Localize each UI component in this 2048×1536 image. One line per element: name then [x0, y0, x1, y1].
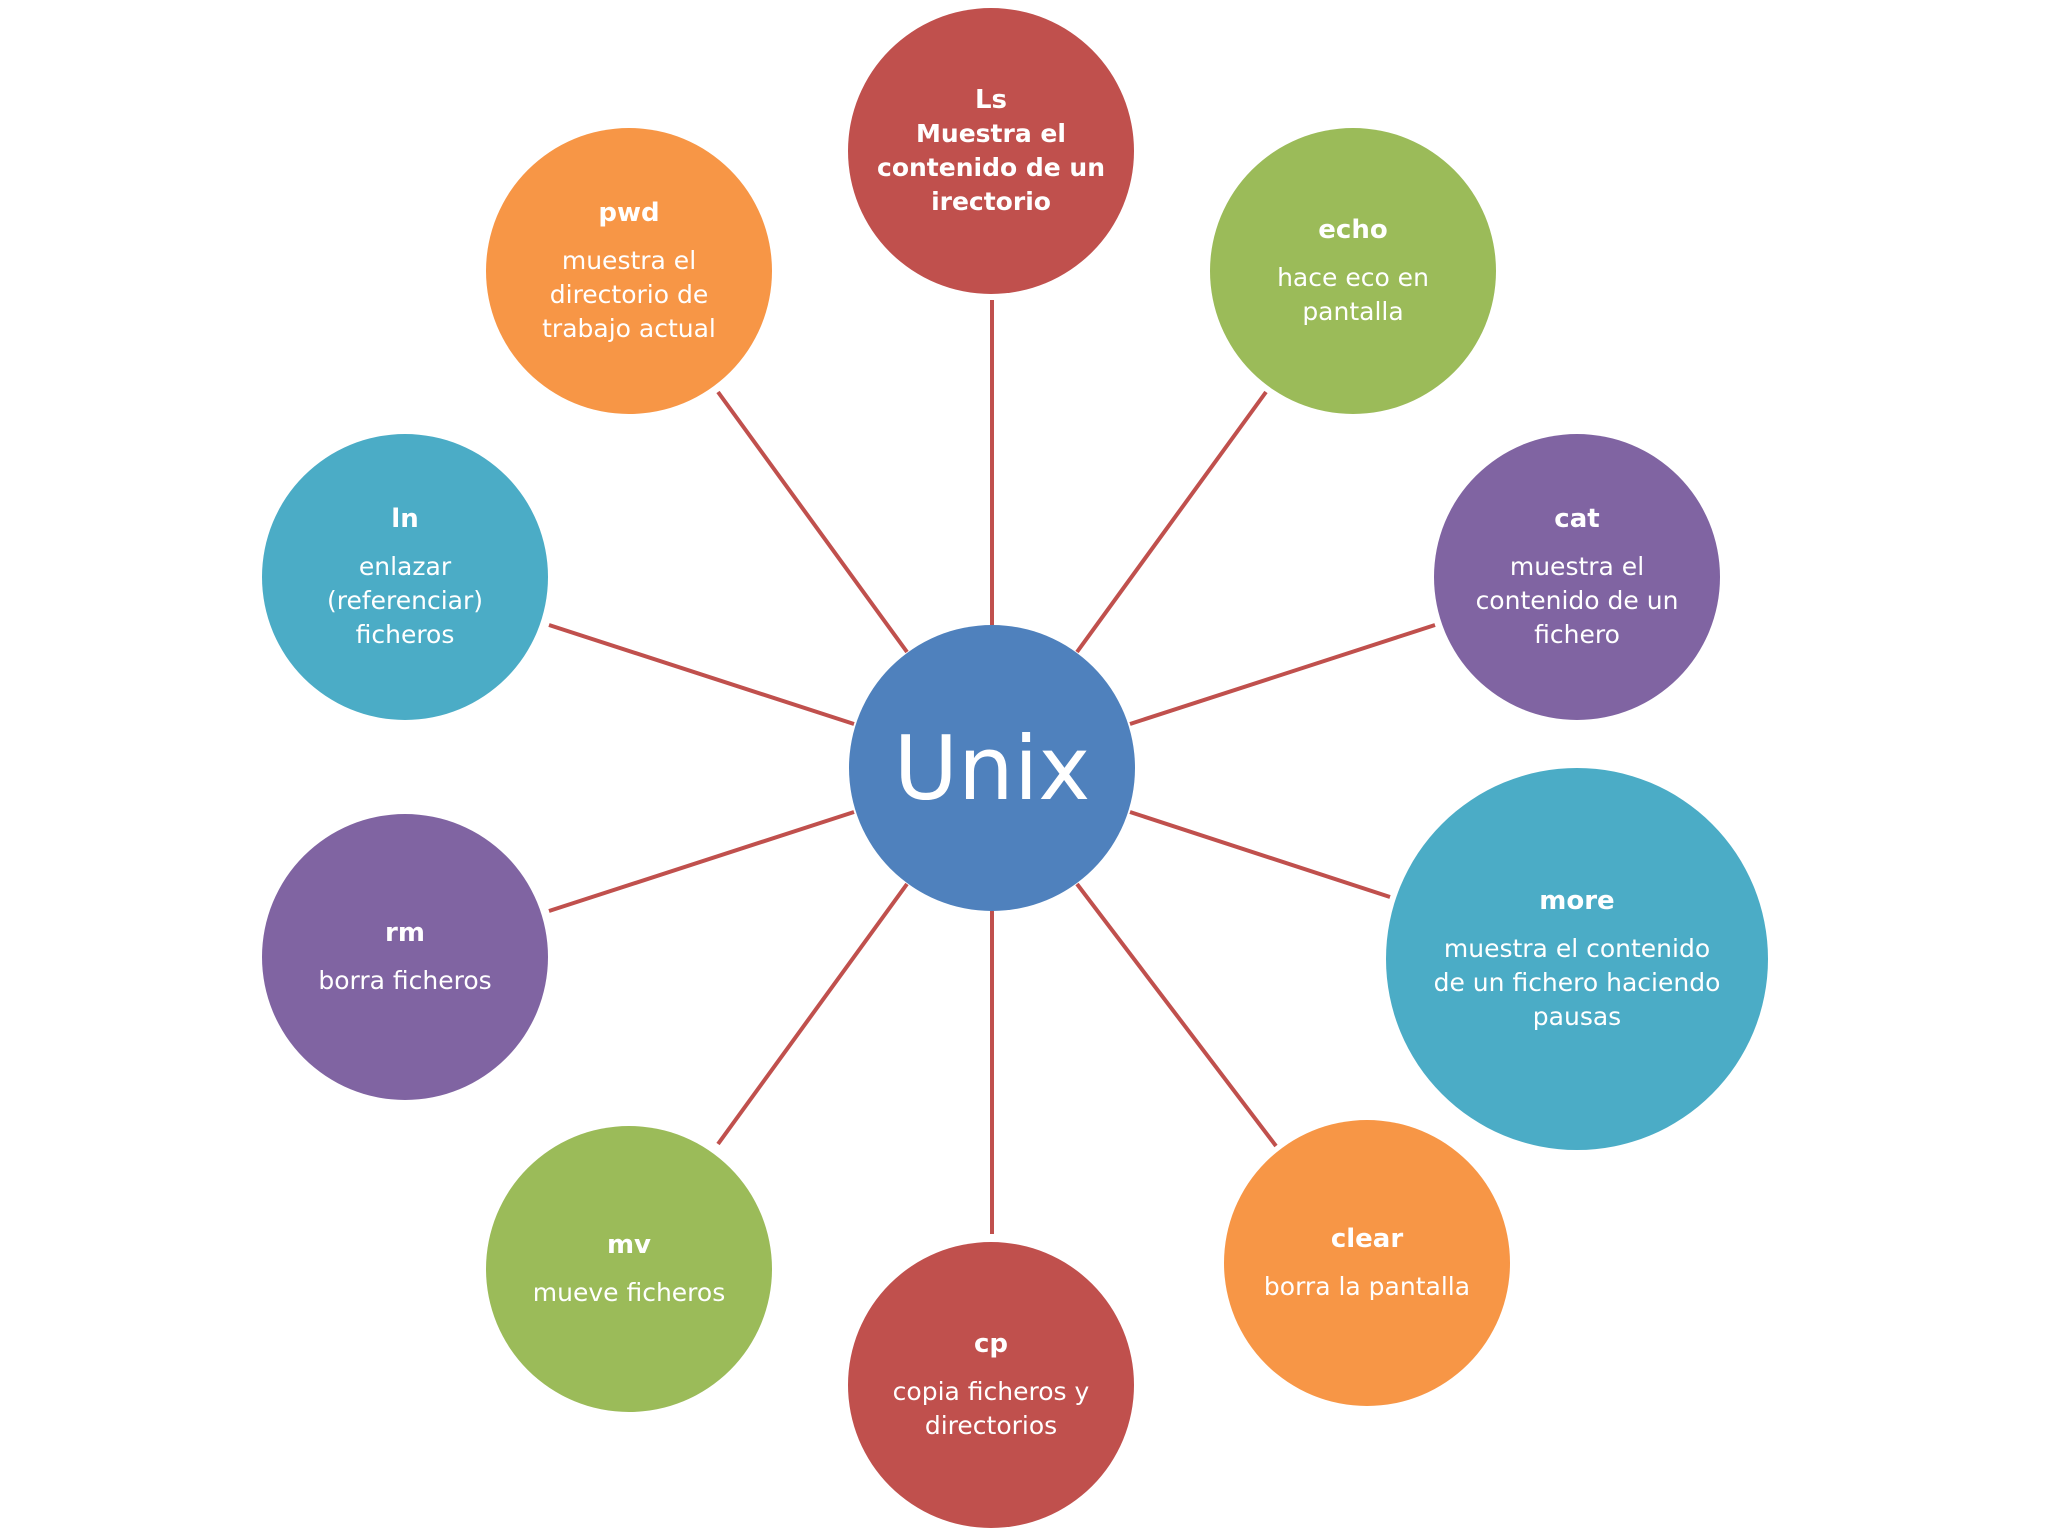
node-cat-command: cat	[1554, 504, 1600, 534]
connector-more	[1129, 810, 1391, 899]
node-mv-command: mv	[606, 1230, 652, 1260]
center-label: Unix	[893, 716, 1091, 820]
node-mv: mv mueve ficheros	[486, 1126, 772, 1412]
node-ln-command: ln	[391, 504, 419, 534]
node-pwd-description: muestra el directorio de trabajo actual	[542, 246, 716, 343]
node-echo-command: echo	[1318, 215, 1388, 245]
node-ls-description: Muestra el contenido de un irectorio	[877, 119, 1105, 216]
node-rm-command: rm	[385, 918, 425, 948]
connector-pwd	[716, 390, 909, 654]
node-clear-command: clear	[1330, 1224, 1404, 1254]
node-cat-description: muestra el contenido de un fichero	[1475, 552, 1679, 649]
connector-clear	[1075, 882, 1278, 1148]
node-cp-command: cp	[973, 1329, 1009, 1359]
node-ln-description: enlazar (referenciar) ficheros	[326, 552, 484, 649]
node-more: more muestra el contenido de un fichero …	[1386, 768, 1768, 1150]
connector-rm	[548, 810, 855, 913]
connector-mv	[716, 882, 909, 1146]
node-clear: clear borra la pantalla	[1224, 1120, 1510, 1406]
node-echo-description: hace eco en pantalla	[1277, 263, 1429, 326]
node-rm-description: borra ficheros	[318, 966, 492, 995]
node-cp: cp copia ficheros y directorios	[848, 1242, 1134, 1528]
center-node-unix: Unix	[849, 625, 1135, 911]
node-ln: ln enlazar (referenciar) ficheros	[262, 434, 548, 720]
node-ls: Ls Muestra el contenido de un irectorio	[848, 8, 1134, 294]
node-ls-command: Ls	[974, 85, 1008, 115]
connector-cat	[1129, 623, 1436, 726]
node-echo: echo hace eco en pantalla	[1210, 128, 1496, 414]
node-mv-description: mueve ficheros	[532, 1278, 726, 1307]
node-pwd: pwd muestra el directorio de trabajo act…	[486, 128, 772, 414]
node-pwd-command: pwd	[598, 198, 660, 228]
connector-echo	[1075, 390, 1268, 654]
node-cp-description: copia ficheros y directorios	[892, 1377, 1090, 1440]
connector-ln	[548, 623, 855, 726]
node-rm: rm borra ficheros	[262, 814, 548, 1100]
node-cat: cat muestra el contenido de un fichero	[1434, 434, 1720, 720]
node-more-description: muestra el contenido de un fichero hacie…	[1433, 934, 1721, 1031]
node-more-command: more	[1539, 886, 1615, 916]
node-clear-description: borra la pantalla	[1263, 1272, 1471, 1301]
